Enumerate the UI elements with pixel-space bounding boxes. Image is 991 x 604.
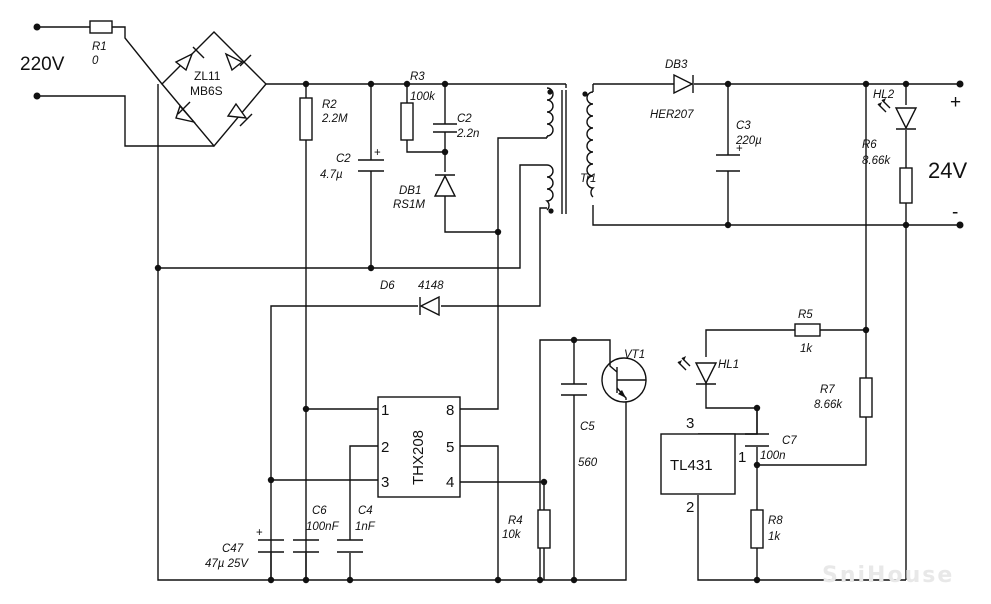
db3-value: HER207 bbox=[650, 109, 694, 121]
zl11-value: MB6S bbox=[190, 84, 223, 98]
svg-text:1: 1 bbox=[381, 402, 389, 419]
capacitor-c7: C7 100n bbox=[745, 433, 797, 462]
tr1-ref: Tr1 bbox=[580, 173, 596, 185]
junctions bbox=[33, 23, 964, 584]
c2b-ref: C2 bbox=[457, 113, 472, 125]
r1-ref: R1 bbox=[92, 41, 107, 53]
svg-text:4: 4 bbox=[446, 474, 454, 491]
c3-value: 220µ bbox=[735, 135, 762, 147]
c6-ref: C6 bbox=[312, 505, 327, 517]
capacitor-c2-electrolytic: + C2 4.7µ bbox=[320, 147, 384, 181]
svg-text:+: + bbox=[374, 147, 381, 159]
c4-ref: C4 bbox=[358, 505, 373, 517]
svg-text:3: 3 bbox=[686, 415, 694, 432]
r8-ref: R8 bbox=[768, 515, 783, 527]
resistor-r5: R5 1k bbox=[794, 309, 821, 355]
c2a-value: 4.7µ bbox=[320, 169, 343, 181]
capacitor-c47: + C47 47µ 25V bbox=[205, 527, 284, 570]
r7-value: 8.66k bbox=[814, 399, 843, 411]
resistor-r2: R2 2.2M bbox=[299, 97, 348, 141]
wires bbox=[37, 26, 960, 581]
db3-ref: DB3 bbox=[665, 59, 688, 71]
resistor-r7: R7 8.66k bbox=[814, 377, 873, 418]
output-minus: - bbox=[952, 202, 958, 223]
c47-value: 47µ 25V bbox=[205, 558, 249, 570]
hl1-ref: HL1 bbox=[718, 359, 739, 371]
resistor-r4: R4 10k bbox=[502, 509, 551, 549]
transformer-tr1: Tr1 bbox=[545, 84, 596, 214]
svg-text:+: + bbox=[256, 527, 263, 539]
thx208-label: THX208 bbox=[410, 430, 427, 485]
watermark: SniHouse bbox=[822, 563, 954, 588]
hl2-ref: HL2 bbox=[873, 89, 895, 101]
d6-value: 4148 bbox=[418, 280, 444, 292]
capacitor-c4: C4 1nF bbox=[337, 505, 376, 553]
c6-value: 100nF bbox=[306, 521, 340, 533]
resistor-r6: R6 8.66k bbox=[862, 139, 913, 204]
r6-ref: R6 bbox=[862, 139, 877, 151]
svg-text:+: + bbox=[736, 143, 743, 155]
resistor-r1: R1 0 bbox=[89, 20, 113, 67]
resistor-r3: R3 100k bbox=[400, 71, 436, 141]
db1-value: RS1M bbox=[393, 199, 425, 211]
capacitor-c2-snubber: C2 2.2n bbox=[433, 113, 479, 140]
led-hl2: HL2 bbox=[873, 89, 918, 130]
r7-ref: R7 bbox=[820, 384, 835, 396]
svg-text:2: 2 bbox=[686, 499, 694, 516]
output-terminals: + 24V - bbox=[928, 92, 967, 223]
tl431-label: TL431 bbox=[670, 457, 713, 474]
d6-ref: D6 bbox=[380, 280, 395, 292]
r8-value: 1k bbox=[768, 531, 781, 543]
r6-value: 8.66k bbox=[862, 155, 891, 167]
r1-value: 0 bbox=[92, 55, 99, 67]
output-plus: + bbox=[950, 92, 961, 113]
r3-ref: R3 bbox=[410, 71, 425, 83]
capacitor-c3: + C3 220µ bbox=[716, 120, 762, 172]
diode-db3: DB3 HER207 bbox=[650, 59, 694, 121]
ic-tl431: TL431 3 1 2 bbox=[660, 415, 746, 516]
capacitor-c6: C6 100nF bbox=[293, 505, 340, 553]
diode-db1: DB1 RS1M bbox=[393, 174, 457, 211]
r5-ref: R5 bbox=[798, 309, 813, 321]
c7-value: 100n bbox=[760, 450, 786, 462]
r4-ref: R4 bbox=[508, 515, 523, 527]
r3-value: 100k bbox=[410, 91, 436, 103]
r4-value: 10k bbox=[502, 529, 522, 541]
transistor-vt1: VT1 bbox=[601, 349, 647, 403]
vt1-ref: VT1 bbox=[624, 349, 645, 361]
c3-ref: C3 bbox=[736, 120, 751, 132]
resistor-r8: R8 1k bbox=[750, 509, 783, 549]
c5-ref: C5 bbox=[580, 421, 595, 433]
zl11-ref: ZL11 bbox=[194, 69, 221, 83]
diode-d6: D6 4148 bbox=[380, 280, 444, 317]
svg-text:1: 1 bbox=[738, 449, 746, 466]
svg-text:2: 2 bbox=[381, 439, 389, 456]
led-hl1: HL1 bbox=[677, 356, 739, 385]
svg-text:3: 3 bbox=[381, 474, 389, 491]
c5-value: 560 bbox=[578, 457, 598, 469]
r2-value: 2.2M bbox=[321, 113, 348, 125]
c4-value: 1nF bbox=[355, 521, 376, 533]
input-voltage: 220V bbox=[20, 54, 65, 75]
bridge-rectifier-zl11: ZL11 MB6S bbox=[161, 31, 267, 148]
svg-text:5: 5 bbox=[446, 439, 454, 456]
capacitor-c5: C5 560 bbox=[561, 383, 598, 469]
c7-ref: C7 bbox=[782, 435, 797, 447]
output-voltage: 24V bbox=[928, 158, 967, 183]
r2-ref: R2 bbox=[322, 99, 337, 111]
db1-ref: DB1 bbox=[399, 185, 421, 197]
c2a-ref: C2 bbox=[336, 153, 351, 165]
ic-thx208: THX208 1 2 3 8 5 4 bbox=[377, 396, 461, 498]
svg-text:8: 8 bbox=[446, 402, 454, 419]
r5-value: 1k bbox=[800, 343, 813, 355]
c2b-value: 2.2n bbox=[456, 128, 479, 140]
c47-ref: C47 bbox=[222, 543, 244, 555]
